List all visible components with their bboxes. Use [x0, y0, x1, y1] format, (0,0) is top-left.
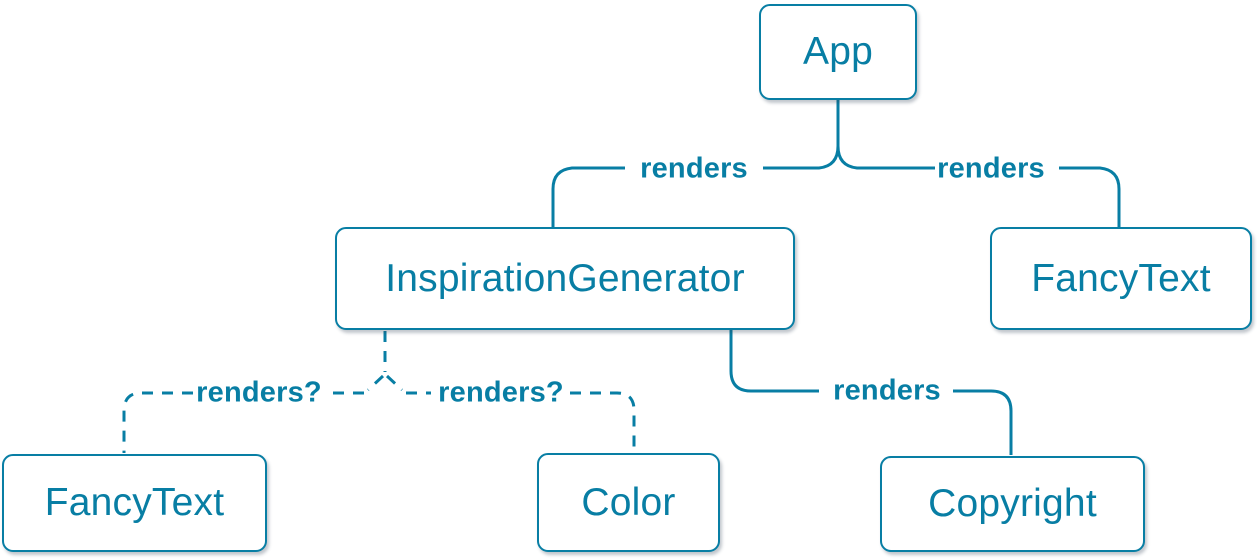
edge-app-fancytext [836, 145, 1121, 227]
edge-label-renders-app-fancytext: renders [937, 152, 1045, 185]
node-copyright: Copyright [880, 456, 1145, 552]
edge-fork-caret-left [366, 374, 385, 392]
edge-fork-caret-right [385, 374, 404, 392]
edge-label-renders-maybe-color: renders? [438, 376, 564, 409]
node-fancy-text-top: FancyText [990, 227, 1252, 330]
node-inspiration-generator: InspirationGenerator [335, 227, 795, 330]
edge-label-renders-copyright: renders [833, 374, 941, 407]
edge-inspirationgenerator-color [406, 391, 636, 452]
edge-label-renders-app-inspirationgenerator: renders [640, 152, 748, 185]
edge-inspirationgenerator-copyright [729, 330, 1013, 455]
node-fancy-text-bottom: FancyText [2, 454, 267, 552]
node-color: Color [537, 453, 720, 552]
node-app: App [759, 4, 917, 100]
edge-inspirationgenerator-fancytext [122, 391, 364, 453]
edge-label-renders-maybe-fancytext: renders? [196, 376, 322, 409]
